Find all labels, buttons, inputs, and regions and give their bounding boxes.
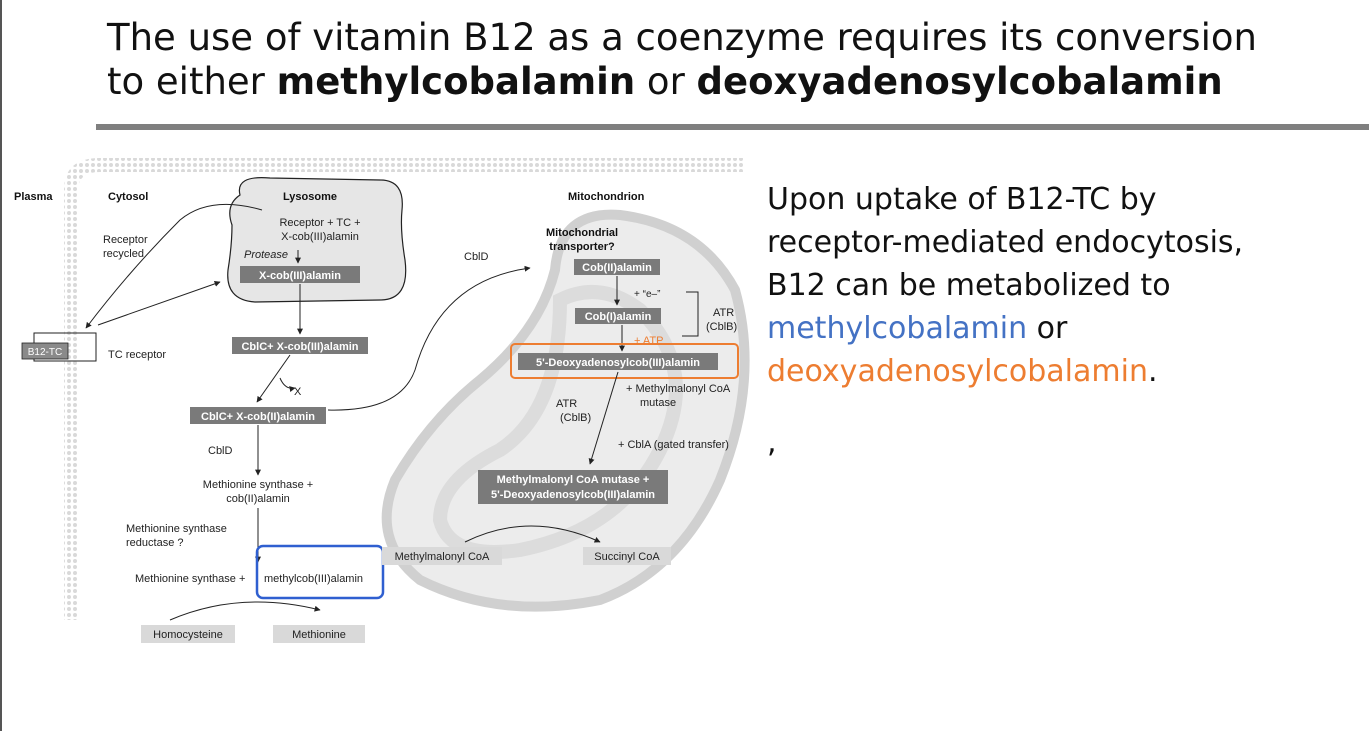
- deoxyadenosylcobalamin-text: deoxyadenosylcobalamin: [767, 354, 1148, 389]
- methionine-box: [273, 625, 365, 643]
- deoxyado-highlight: [510, 343, 739, 379]
- explanation-line3: B12 can be metabolized to: [767, 268, 1171, 303]
- title-text-2: to either: [107, 60, 277, 103]
- ms-methylcob-part2: methylcob(III)alamin: [264, 573, 363, 585]
- mcm-box: [478, 470, 668, 504]
- explanation-text: Upon uptake of B12-TC by receptor-mediat…: [767, 178, 1357, 393]
- mito-transporter-line2: transporter?: [549, 241, 615, 253]
- deoxyado-label: 5'-Deoxyadenosylcob(III)alamin: [536, 357, 700, 369]
- methylcob-highlight: [255, 544, 385, 600]
- b12-metabolism-diagram: Plasma Cytosol Lysosome Mitochondrion Re…: [14, 158, 750, 643]
- protease-label: Protease: [244, 249, 288, 261]
- cblc-xcob3-box: [232, 337, 368, 354]
- tc-receptor-label: TC receptor: [108, 349, 166, 361]
- ms-cob2-line1: Methionine synthase +: [203, 479, 313, 491]
- homocysteine-label: Homocysteine: [153, 629, 223, 641]
- b12-tc-box: [21, 342, 69, 360]
- ms-reductase-line1: Methionine synthase: [126, 523, 227, 535]
- cbld-cytosol-label: CblD: [208, 445, 233, 457]
- plasma-membrane: [64, 158, 745, 620]
- b12-tc-label: B12-TC: [28, 347, 62, 358]
- mcm-line2: 5'-Deoxyadenosylcob(III)alamin: [491, 489, 655, 501]
- atr-cblb-1-line1: ATR: [713, 307, 734, 319]
- receptor-recycled-line1: Receptor: [103, 234, 148, 246]
- cbla-label: + CblA (gated transfer): [618, 439, 729, 451]
- cblc-xcob2-box: [190, 407, 326, 424]
- receptor-recycled-line2: recycled: [103, 248, 144, 260]
- atr-cblb-2-line1: ATR: [556, 398, 577, 410]
- methylmalonyl-coa-label: Methylmalonyl CoA: [395, 551, 490, 563]
- atr-cblb-1-line2: (CblB): [706, 321, 737, 333]
- lysosome-text-line2: X-cob(III)alamin: [281, 231, 359, 243]
- title-text-3: or: [635, 60, 697, 103]
- or-text: or: [1027, 311, 1068, 346]
- explanation-line5: deoxyadenosylcobalamin.: [767, 350, 1357, 393]
- title-deoxyadenosylcobalamin: deoxyadenosylcobalamin: [696, 60, 1223, 103]
- mcm-line1: Methylmalonyl CoA mutase +: [497, 474, 650, 486]
- succinyl-coa-box: [583, 547, 671, 565]
- cob2-box: [574, 259, 660, 275]
- cob1-label: Cob(I)alamin: [585, 311, 652, 323]
- explanation-line1: Upon uptake of B12-TC by: [767, 182, 1157, 217]
- ms-cob2-line2: cob(II)alamin: [226, 493, 290, 505]
- succinyl-coa-label: Succinyl CoA: [594, 551, 660, 563]
- methylcobalamin-text: methylcobalamin: [767, 311, 1028, 346]
- mitochondrion-label: Mitochondrion: [568, 191, 645, 203]
- atr-cblb-2-line2: (CblB): [560, 412, 591, 424]
- lysosome-xcob3-box: [240, 266, 360, 283]
- lysosome-text-line1: Receptor + TC +: [279, 217, 360, 229]
- methionine-label: Methionine: [292, 629, 346, 641]
- lysosome-xcob3-label: X-cob(III)alamin: [259, 270, 341, 282]
- cblc-xcob2-label: CblC+ X-cob(II)alamin: [201, 411, 315, 423]
- period-text: .: [1147, 354, 1158, 389]
- title-divider: [96, 124, 1369, 130]
- plus-e-label: + “e–”: [634, 289, 660, 300]
- methylmalonyl-coa-box: [382, 547, 502, 565]
- plasma-label: Plasma: [14, 191, 53, 203]
- cob1-box: [575, 308, 661, 324]
- plus-mmcoa-line1: + Methylmalonyl CoA: [626, 383, 731, 395]
- cytosol-label: Cytosol: [108, 191, 148, 203]
- x-release-label: X: [294, 386, 302, 398]
- plus-atp-label: + ATP: [634, 335, 663, 347]
- stray-comma: ,: [767, 425, 777, 460]
- ms-reductase-line2: reductase ?: [126, 537, 183, 549]
- title-text-1: The use of vitamin B12 as a coenzyme req…: [107, 16, 1257, 59]
- explanation-line2: receptor-mediated endocytosis,: [767, 225, 1244, 260]
- deoxyado-box: [518, 353, 718, 370]
- ms-methylcob-part1: Methionine synthase +: [135, 573, 245, 585]
- cbld-mito-label: CblD: [464, 251, 489, 263]
- homocysteine-box: [141, 625, 235, 643]
- title-methylcobalamin: methylcobalamin: [276, 60, 636, 103]
- cob2-label: Cob(II)alamin: [582, 262, 652, 274]
- cblc-xcob3-label: CblC+ X-cob(III)alamin: [241, 341, 358, 353]
- lysosome-label: Lysosome: [283, 191, 337, 203]
- plus-mmcoa-line2: mutase: [640, 397, 676, 409]
- slide-left-border: [0, 0, 2, 731]
- mito-transporter-line1: Mitochondrial: [546, 227, 618, 239]
- slide-title: The use of vitamin B12 as a coenzyme req…: [107, 16, 1347, 104]
- explanation-line4: methylcobalamin or: [767, 307, 1357, 350]
